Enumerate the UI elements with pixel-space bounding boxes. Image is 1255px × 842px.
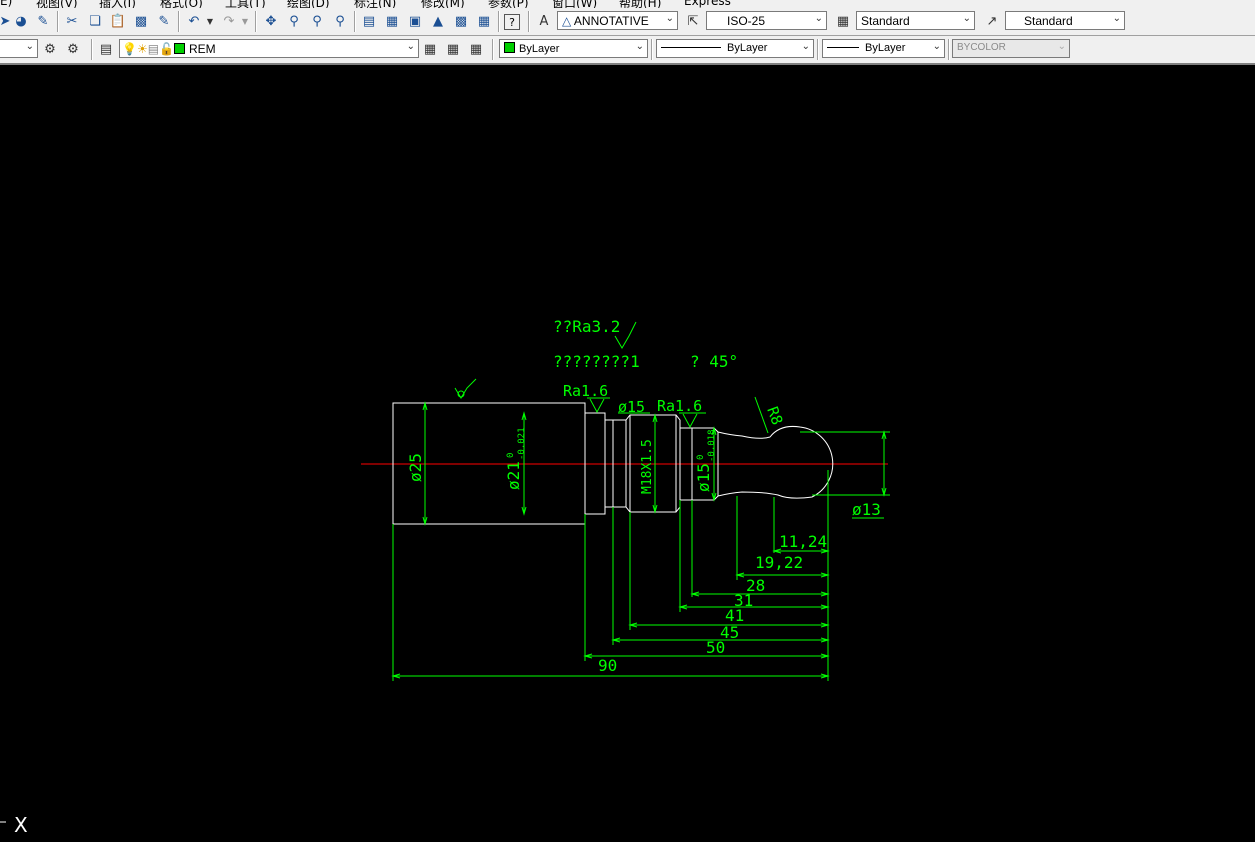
- layer-states-icon[interactable]: ▦: [469, 41, 483, 57]
- dim-length-45: 45: [720, 623, 739, 642]
- undo-icon[interactable]: ↶: [188, 13, 200, 29]
- mleader-style-icon[interactable]: ↗: [986, 13, 998, 29]
- drawing-svg: ??Ra3.2 ????????1 ? 45° Ra1.6 Ra1.6 ø15 …: [0, 317, 890, 837]
- menu-view[interactable]: 视图(V): [36, 0, 78, 8]
- make-current-layer-icon[interactable]: ▦: [423, 41, 437, 57]
- layer-vp-thaw-icon: ▤: [147, 42, 160, 56]
- match-properties-icon[interactable]: ▩: [134, 13, 148, 29]
- annotative-icon: △: [562, 14, 572, 28]
- table-style-select[interactable]: Standard⌄: [856, 11, 975, 30]
- dim-length-1124: 11,24: [779, 532, 827, 551]
- zoom-realtime-icon[interactable]: ⚲: [289, 13, 299, 29]
- redo-icon[interactable]: ↷: [223, 13, 235, 29]
- text-style-select[interactable]: △ ANNOTATIVE⌄: [557, 11, 678, 30]
- standard-toolbar: ➤ ◕ ✎ ✂ ❏ 📋 ▩ ✎ ↶ ▼ ↷ ▼ ✥ ⚲ ⚲ ⚲ ▤ ▦ ▣ ▲ …: [0, 8, 1255, 36]
- undo-dropdown-icon[interactable]: ▼: [206, 16, 214, 26]
- workspace-settings-icon[interactable]: ⚙: [44, 41, 56, 57]
- layer-thaw-icon: ☀: [136, 42, 148, 56]
- menu-tools[interactable]: 工具(T): [225, 0, 266, 8]
- roughness-label-1: Ra1.6: [563, 382, 608, 400]
- menu-draw[interactable]: 绘图(D): [287, 0, 330, 8]
- calculator-icon[interactable]: ▦: [477, 13, 491, 29]
- menu-edit[interactable]: E): [0, 0, 13, 8]
- help-icon[interactable]: ?: [504, 14, 520, 30]
- dim-d15: ø15: [694, 463, 713, 492]
- workspace-select[interactable]: ⌄: [0, 39, 38, 58]
- dim-thread: M18X1.5: [640, 439, 655, 494]
- dim-length-28: 28: [746, 576, 765, 595]
- layer-properties-icon[interactable]: ▤: [99, 41, 113, 57]
- lineweight-select[interactable]: ByLayer⌄: [822, 39, 945, 58]
- plot-style-select: BYCOLOR⌄: [952, 39, 1070, 58]
- sheet-set-icon[interactable]: ▲: [433, 13, 443, 29]
- text-style-icon[interactable]: A: [539, 13, 549, 29]
- ucs-x-label: X: [14, 813, 28, 837]
- block-editor-icon[interactable]: ✎: [158, 13, 170, 29]
- 3d-dwf-icon[interactable]: ◕: [15, 13, 27, 29]
- layer-on-icon: 💡: [122, 42, 137, 56]
- menu-window[interactable]: 窗口(W): [552, 0, 598, 8]
- dim-d21-tol-lower: -0.021: [517, 427, 527, 460]
- menu-parametric[interactable]: 参数(P): [488, 0, 529, 8]
- layer-previous-icon[interactable]: ▦: [446, 41, 460, 57]
- surface-finish-note: ??Ra3.2: [553, 317, 620, 336]
- zoom-previous-icon[interactable]: ⚲: [335, 13, 345, 29]
- dim-d25: ø25: [406, 453, 425, 482]
- menu-express[interactable]: Express: [684, 0, 731, 8]
- dimension-lines: [391, 321, 890, 681]
- zoom-window-icon[interactable]: ⚲: [312, 13, 322, 29]
- drawing-canvas[interactable]: ??Ra3.2 ????????1 ? 45° Ra1.6 Ra1.6 ø15 …: [0, 65, 1255, 842]
- markup-icon[interactable]: ▩: [454, 13, 468, 29]
- layers-toolbar: ⌄ ⚙ ⚙ ▤ 💡☀▤🔓REM⌄ ▦ ▦ ▦ ByLayer⌄ ByLayer⌄…: [0, 36, 1255, 65]
- redo-dropdown-icon[interactable]: ▼: [241, 16, 249, 26]
- chamfer-note: ? 45°: [690, 352, 738, 371]
- dim-length-90: 90: [598, 656, 617, 675]
- layer-unlock-icon: 🔓: [159, 42, 175, 56]
- tool-palettes-icon[interactable]: ▣: [408, 13, 422, 29]
- copy-icon[interactable]: ❏: [89, 13, 101, 29]
- table-style-icon[interactable]: ▦: [836, 13, 850, 29]
- menu-dimension[interactable]: 标注(N): [354, 0, 397, 8]
- dim-length-41: 41: [725, 606, 744, 625]
- design-center-icon[interactable]: ▦: [385, 13, 399, 29]
- pan-icon[interactable]: ✥: [265, 13, 277, 29]
- layer-select[interactable]: 💡☀▤🔓REM⌄: [119, 39, 419, 58]
- properties-icon[interactable]: ▤: [362, 13, 376, 29]
- dim-d15-tol-lower: -0.018: [707, 429, 717, 462]
- paste-icon[interactable]: 📋: [109, 13, 127, 29]
- dim-d21-tol-upper: 0: [506, 453, 516, 458]
- color-select[interactable]: ByLayer⌄: [499, 39, 648, 58]
- dim-style-icon[interactable]: ⇱: [687, 13, 699, 29]
- roughness-label-2: Ra1.6: [657, 397, 702, 415]
- menu-bar: E) 视图(V) 插入(I) 格式(O) 工具(T) 绘图(D) 标注(N) 修…: [0, 0, 1255, 8]
- dim-d15-top: ø15: [618, 398, 645, 416]
- dim-d13: ø13: [852, 500, 881, 519]
- menu-help[interactable]: 帮助(H): [619, 0, 662, 8]
- dim-d21: ø21: [504, 461, 523, 490]
- publish-icon[interactable]: ➤: [0, 13, 11, 29]
- publish-web-icon[interactable]: ✎: [37, 13, 49, 29]
- dim-d15-tol-upper: 0: [696, 455, 706, 460]
- menu-format[interactable]: 格式(O): [160, 0, 203, 8]
- cut-icon[interactable]: ✂: [66, 13, 78, 29]
- technical-note: ????????1: [553, 352, 640, 371]
- dim-style-select[interactable]: ISO-25⌄: [706, 11, 827, 30]
- lock-ui-icon[interactable]: ⚙: [67, 41, 79, 57]
- dim-length-31: 31: [734, 591, 753, 610]
- dim-length-1922: 19,22: [755, 553, 803, 572]
- dim-radius: R8: [763, 404, 786, 427]
- menu-insert[interactable]: 插入(I): [99, 0, 136, 8]
- linetype-select[interactable]: ByLayer⌄: [656, 39, 814, 58]
- menu-modify[interactable]: 修改(M): [421, 0, 465, 8]
- dim-length-50: 50: [706, 638, 725, 657]
- mleader-style-select[interactable]: Standard⌄: [1005, 11, 1125, 30]
